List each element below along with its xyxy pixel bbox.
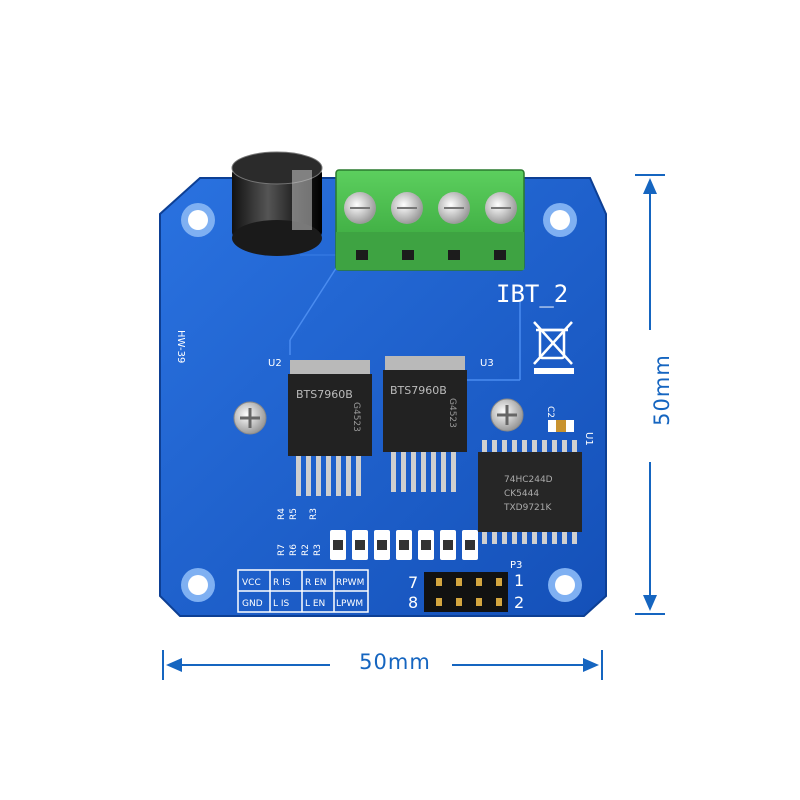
screw-terminal-block <box>335 169 525 271</box>
chip-code-u3: G4523 <box>447 398 457 428</box>
driver-ic-line-3: TXD9721K <box>503 503 552 513</box>
height-dimension-arrow <box>635 174 665 615</box>
logic-chip-u1 <box>478 440 582 544</box>
pin-number-8: 8 <box>408 593 418 612</box>
motor-driver-chip-u2 <box>288 360 372 496</box>
resistor-label: R6 <box>289 544 299 556</box>
terminal-screw <box>485 192 517 224</box>
chip-label-u1: U1 <box>583 432 594 446</box>
mounting-hole <box>543 203 577 237</box>
pin-table-cell: RPWM <box>336 578 364 588</box>
resistor-label: R4 <box>277 508 287 520</box>
driver-ic-line-1: 74HC244D <box>504 475 553 485</box>
chip-marking-u3: BTS7960B <box>390 384 447 397</box>
header-label: P3 <box>510 560 522 571</box>
pin-number-7: 7 <box>408 573 418 592</box>
silk-model: HW-39 <box>175 330 186 363</box>
pin-header-p3 <box>424 572 508 612</box>
chip-code-u2: G4523 <box>351 402 361 432</box>
pin-table-cell: L IS <box>273 599 290 609</box>
pin-table-cell: GND <box>242 599 263 609</box>
resistor-label: R2 <box>301 544 311 556</box>
pin-number-2: 2 <box>514 593 524 612</box>
smd-capacitor <box>548 420 574 432</box>
width-dimension-label: 50mm <box>359 650 431 674</box>
resistor-label: R3 <box>313 544 323 556</box>
driver-ic-line-2: CK5444 <box>504 489 539 499</box>
board-title: IBT_2 <box>496 280 568 308</box>
chip-label-u2: U2 <box>268 358 282 369</box>
chip-marking-u2: BTS7960B <box>296 388 353 401</box>
pin-number-1: 1 <box>514 571 524 590</box>
height-dimension-label: 50mm <box>650 354 674 426</box>
resistor-label: R5 <box>289 508 299 520</box>
pcb-screw <box>233 401 267 435</box>
pin-table-cell: LPWM <box>336 599 363 609</box>
weee-bin-icon <box>533 321 574 374</box>
pin-label-table <box>237 569 369 613</box>
cap-label: C2 <box>545 406 555 418</box>
width-dimension-arrow <box>162 650 603 680</box>
pin-table-cell: R IS <box>273 578 291 588</box>
pin-table-cell: L EN <box>305 599 325 609</box>
motor-driver-chip-u3 <box>383 356 467 492</box>
chip-label-u3: U3 <box>480 358 494 369</box>
pin-table-cell: R EN <box>305 578 327 588</box>
terminal-screw <box>391 192 423 224</box>
resistor-label: R3 <box>309 508 319 520</box>
mounting-hole <box>181 203 215 237</box>
pin-table-cell: VCC <box>242 578 261 588</box>
electrolytic-capacitor <box>231 151 323 256</box>
terminal-screw <box>344 192 376 224</box>
mounting-hole <box>181 568 215 602</box>
pcb-screw <box>490 398 524 432</box>
terminal-screw <box>438 192 470 224</box>
mounting-hole <box>548 568 582 602</box>
resistor-label: R7 <box>277 544 287 556</box>
